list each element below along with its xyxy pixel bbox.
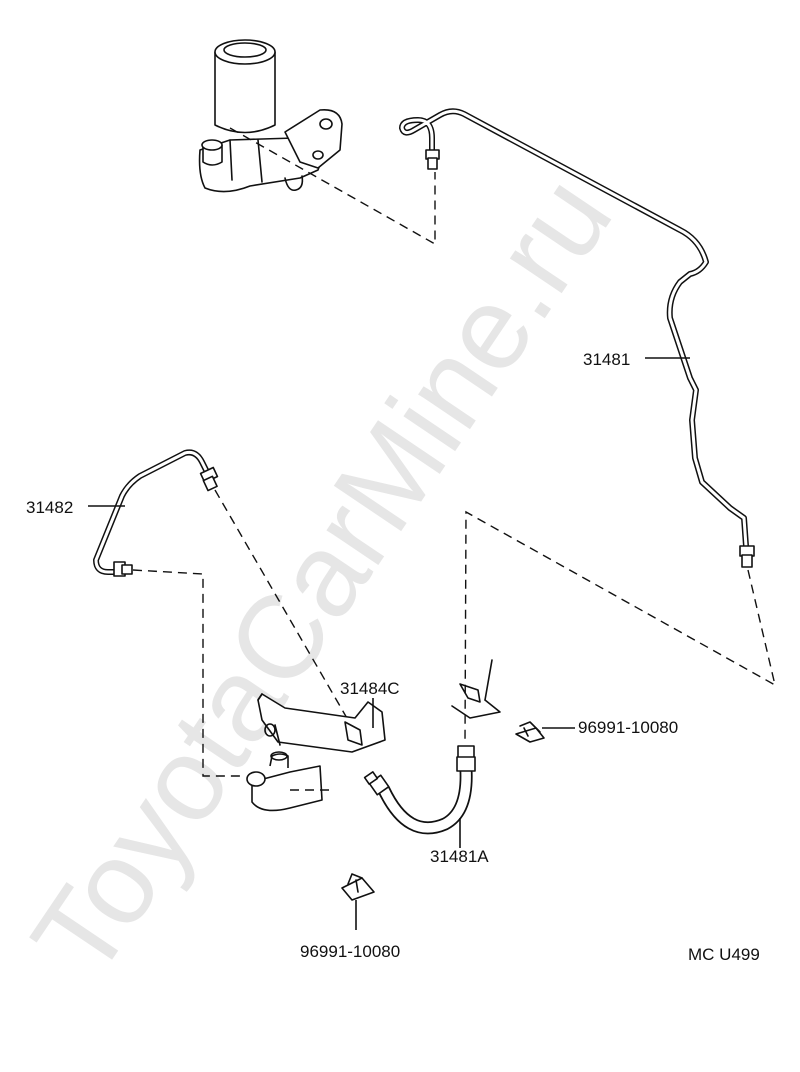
label-31482: 31482 [26, 498, 73, 517]
label-clip-bottom: 96991-10080 [300, 942, 400, 961]
label-31481: 31481 [583, 350, 630, 369]
hose-31481a [363, 745, 476, 835]
pipe-31482 [93, 449, 219, 577]
diagram-code: MC U499 [688, 945, 760, 964]
dashed-link-master-to-31481 [229, 127, 436, 246]
clip-right [515, 721, 545, 743]
clutch-release-cylinder [246, 751, 323, 812]
pipe-31481 [399, 108, 755, 568]
dashed-link-31481-to-hose [464, 510, 777, 743]
bracket-31484c [257, 693, 386, 753]
label-31481a: 31481A [430, 847, 489, 866]
hose-bracket [451, 659, 501, 719]
dashed-link-31482-to-release-cylinder [132, 569, 245, 777]
clip-bottom [341, 873, 375, 901]
label-clip-right: 96991-10080 [578, 718, 678, 737]
watermark: ToyotaCarMine.ru [7, 154, 637, 1000]
label-31484c: 31484C [340, 679, 400, 698]
clutch-master-cylinder [198, 39, 343, 193]
dashed-link-31482-to-bracket [214, 489, 356, 733]
